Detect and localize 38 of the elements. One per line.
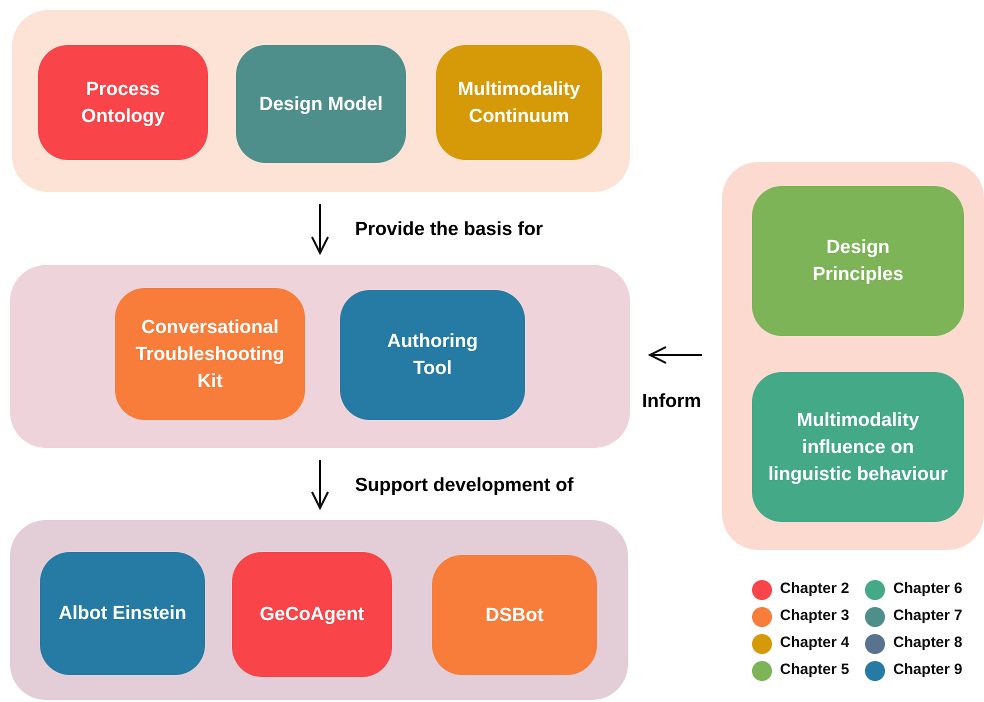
rounded-box — [40, 552, 205, 675]
box-label: Process Ontology — [80, 78, 166, 128]
arrow — [311, 204, 329, 254]
box-label: Multimodality influence on linguistic behaviour — [767, 408, 949, 486]
rounded-box — [436, 45, 602, 160]
group-panel — [10, 265, 630, 448]
arrow — [311, 460, 329, 509]
legend-label: Chapter 9 — [893, 660, 962, 680]
box-label: Authoring Tool — [386, 330, 479, 381]
legend-label: Chapter 5 — [780, 660, 850, 680]
group-panel — [722, 162, 984, 550]
legend-label: Chapter 3 — [780, 606, 850, 626]
edge-label: Provide the basis for — [355, 218, 543, 242]
rounded-box — [232, 552, 392, 677]
box-label: Multimodality Continuum — [456, 78, 582, 128]
legend-label: Chapter 7 — [893, 606, 962, 626]
rounded-box — [340, 290, 525, 420]
legend-label: Chapter 6 — [893, 579, 962, 600]
legend-label: Chapter 2 — [780, 579, 850, 600]
rounded-box — [236, 45, 406, 163]
box-label: Design Model — [259, 92, 383, 116]
rounded-box — [432, 555, 597, 675]
rounded-box — [115, 288, 305, 420]
box-label: Conversational Troubleshooting Kit — [134, 316, 286, 394]
rounded-box — [752, 372, 964, 522]
box-label: GeCoAgent — [260, 603, 364, 627]
rounded-box — [752, 186, 964, 336]
group-panel — [12, 10, 630, 192]
legend-label: Chapter 4 — [780, 633, 850, 654]
edge-label: Support development of — [355, 474, 574, 498]
box-label: Albot Einstein — [58, 602, 186, 626]
group-panel — [10, 520, 628, 700]
box-label: DSBot — [485, 604, 544, 628]
legend-label: Chapter 8 — [893, 633, 962, 654]
rounded-box — [38, 45, 208, 160]
box-label: Design Principles — [812, 236, 904, 287]
arrow — [649, 346, 702, 364]
edge-label: Inform — [642, 390, 702, 414]
